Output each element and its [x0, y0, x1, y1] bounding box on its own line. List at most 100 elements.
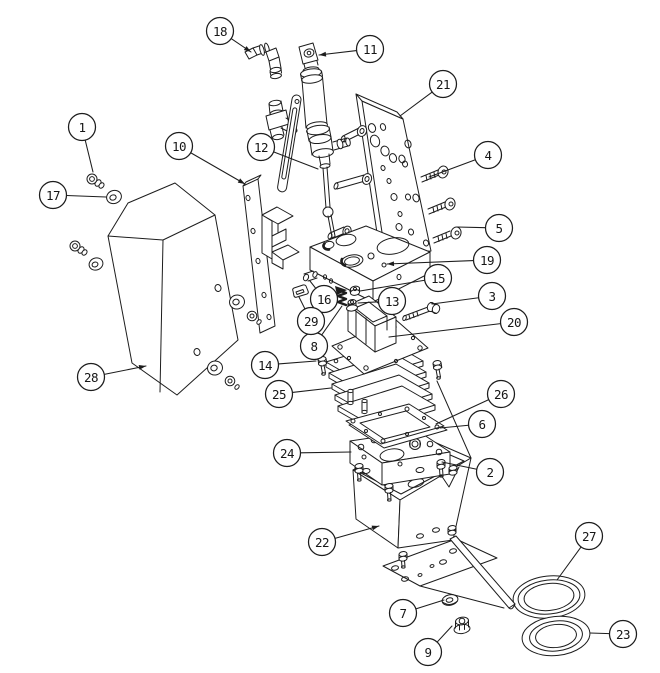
balloon-number-22: 22	[315, 535, 329, 550]
callout-21: 21	[399, 69, 458, 117]
leader-line-17	[65, 194, 107, 198]
balloon-circle-14	[250, 350, 280, 380]
balloon-number-19: 19	[480, 253, 494, 268]
callout-1: 1	[67, 112, 97, 173]
balloon-number-9: 9	[424, 645, 431, 660]
balloon-circle-5	[484, 213, 514, 243]
leader-arrow-22	[371, 525, 379, 531]
balloon-number-25: 25	[272, 387, 286, 402]
leader-arrow-10	[237, 178, 245, 184]
callout-5: 5	[456, 213, 514, 243]
part-air-cylinder	[298, 42, 351, 239]
balloon-circle-29	[296, 306, 326, 336]
callout-4: 4	[428, 140, 503, 178]
callout-26: 26	[435, 379, 516, 425]
leader-line-10	[190, 152, 246, 185]
callout-18: 18	[205, 16, 252, 53]
callout-6: 6	[439, 409, 497, 439]
balloon-number-4: 4	[484, 148, 491, 163]
balloon-circle-11	[355, 34, 385, 64]
leader-line-14	[277, 360, 317, 365]
balloon-circle-12	[246, 132, 276, 162]
balloon-number-3: 3	[488, 289, 495, 304]
part-nut-9	[453, 616, 471, 635]
callout-19: 19	[386, 245, 502, 275]
balloon-number-28: 28	[84, 370, 98, 385]
part-seal-ring	[521, 615, 591, 657]
balloon-circle-23	[608, 619, 638, 649]
balloon-circle-24	[272, 438, 302, 468]
balloon-circle-9	[413, 637, 443, 667]
balloon-circle-25	[264, 379, 294, 409]
balloon-number-14: 14	[258, 358, 272, 373]
balloon-circle-16	[309, 284, 339, 314]
callout-2: 2	[441, 457, 505, 487]
leader-line-20	[388, 323, 502, 338]
balloon-circle-19	[472, 245, 502, 275]
balloon-number-20: 20	[507, 315, 521, 330]
leader-line-5	[456, 226, 487, 229]
balloon-circle-18	[205, 16, 235, 46]
balloon-number-10: 10	[172, 139, 186, 154]
callout-13: 13	[357, 286, 407, 316]
callout-24: 24	[272, 438, 352, 468]
balloon-circle-21	[428, 69, 458, 99]
leader-line-27	[556, 546, 582, 581]
part-bracket	[331, 295, 429, 375]
leader-line-19	[386, 260, 475, 265]
part-elbow-fitting-top	[244, 42, 282, 80]
balloon-circle-22	[307, 527, 337, 557]
callout-22: 22	[307, 525, 380, 557]
leader-arrow-11	[319, 51, 327, 57]
leader-line-12	[273, 151, 319, 170]
balloon-number-1: 1	[78, 120, 85, 135]
balloon-number-18: 18	[213, 24, 227, 39]
leader-line-3	[431, 297, 480, 305]
callout-7: 7	[388, 598, 445, 628]
part-screw-1-washer-17	[69, 173, 122, 271]
balloon-circle-28	[76, 362, 106, 392]
callout-layer: 1234567891011121314151617181920212223242…	[38, 16, 638, 667]
part-sensor-strip	[277, 94, 302, 193]
leader-line-25	[291, 387, 332, 393]
leader-arrow-19	[387, 261, 395, 267]
balloon-number-6: 6	[478, 417, 485, 432]
leader-line-1	[84, 139, 94, 173]
balloon-number-8: 8	[310, 339, 317, 354]
part-valve-block	[349, 430, 451, 486]
balloon-number-15: 15	[431, 271, 445, 286]
part-base-plate	[382, 525, 516, 610]
part-cover	[107, 182, 262, 396]
leader-line-29	[298, 296, 306, 310]
balloon-number-23: 23	[616, 627, 630, 642]
callout-16: 16	[309, 280, 339, 314]
part-washer-7	[441, 594, 459, 606]
balloon-circle-4	[473, 140, 503, 170]
callout-14: 14	[250, 350, 317, 380]
balloon-number-24: 24	[280, 446, 294, 461]
balloon-number-26: 26	[494, 387, 508, 402]
balloon-number-7: 7	[399, 606, 406, 621]
leader-line-13	[357, 301, 380, 304]
leader-line-4	[428, 159, 476, 178]
balloon-circle-2	[475, 457, 505, 487]
balloon-circle-1	[67, 112, 97, 142]
callout-8: 8	[299, 305, 343, 361]
leader-arrow-28	[138, 365, 146, 370]
leader-line-22	[334, 525, 380, 539]
callout-17: 17	[38, 180, 107, 210]
balloon-circle-13	[377, 286, 407, 316]
leader-line-15	[359, 279, 426, 292]
leader-line-8	[321, 305, 343, 336]
callout-28: 28	[76, 362, 147, 392]
part-screw-3	[402, 301, 441, 322]
balloon-number-16: 16	[317, 292, 331, 307]
leader-line-2	[441, 461, 478, 470]
part-screws-14	[317, 356, 443, 380]
balloon-circle-15	[423, 263, 453, 293]
leader-line-24	[299, 451, 352, 454]
callout-15: 15	[359, 263, 453, 293]
balloon-circle-26	[486, 379, 516, 409]
